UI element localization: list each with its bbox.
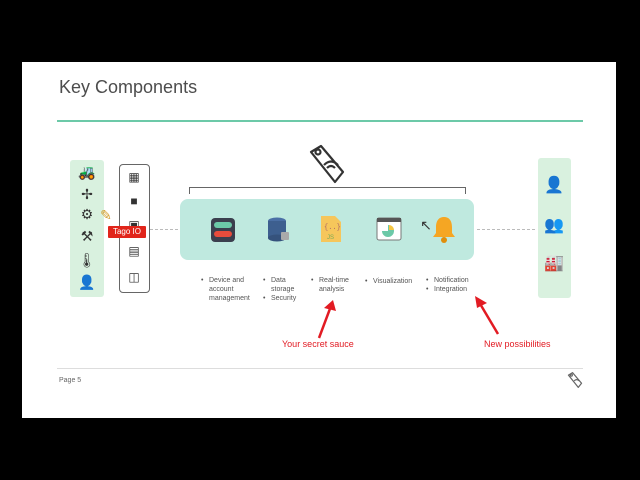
feature-text: Data bbox=[271, 277, 286, 284]
feature-visualization: • Visualization bbox=[365, 278, 413, 285]
database-icon bbox=[268, 217, 289, 242]
feature-realtime-analysis: • Real-time analysis bbox=[311, 277, 349, 293]
svg-text:JS: JS bbox=[327, 235, 334, 241]
users-panel: 👤 👥 🏭 bbox=[538, 158, 571, 298]
feature-text: Visualization bbox=[373, 278, 413, 285]
feature-text: storage bbox=[271, 286, 295, 293]
feature-text: Integration bbox=[434, 286, 468, 293]
page-number: Page 5 bbox=[59, 377, 82, 384]
arrow-to-notification bbox=[475, 296, 500, 335]
footer-tag-logo-icon bbox=[567, 372, 583, 388]
feature-text: Notification bbox=[434, 277, 469, 284]
group-icon: 👥 bbox=[544, 217, 564, 234]
footer-divider bbox=[57, 368, 583, 369]
pencil-icon: ✎ bbox=[100, 207, 112, 223]
feature-text: Real-time bbox=[319, 277, 349, 284]
js-script-icon: {..} JS bbox=[321, 216, 341, 242]
tago-io-label: Tago IO bbox=[108, 226, 146, 238]
devices-panel: 🚜 ✢ ⚙ ⚒ 🌡 👤 bbox=[70, 160, 104, 297]
connector-left bbox=[150, 229, 178, 230]
chart-window-icon bbox=[376, 217, 402, 241]
dashboard-app-icon bbox=[211, 218, 235, 242]
cursor-icon: ↖ bbox=[420, 217, 432, 233]
tago-tag-icon bbox=[309, 144, 345, 184]
feature-text: Device and bbox=[209, 277, 245, 284]
person-icon: 👤 bbox=[78, 274, 96, 290]
thermometer-icon: 🌡 bbox=[78, 252, 96, 268]
secret-sauce-annotation: Your secret sauce bbox=[282, 339, 354, 349]
arrow-to-analysis bbox=[317, 300, 336, 339]
gps-tracker-icon: ■ bbox=[130, 194, 138, 208]
forklift-icon: 🚜 bbox=[78, 164, 96, 180]
presentation-slide: Key Components 🚜 ✢ ⚙ ⚒ 🌡 👤 ▦ ■ ▣ ▤ ◫ ✎ T… bbox=[22, 62, 616, 418]
platform-bracket bbox=[189, 187, 466, 194]
robot-arm-icon: ⚒ bbox=[80, 228, 94, 244]
feature-text: management bbox=[209, 295, 250, 302]
sensor-icon: ◫ bbox=[128, 270, 140, 284]
connector-right bbox=[477, 229, 535, 230]
gateway-icon: ▤ bbox=[128, 244, 140, 258]
platform-box: {..} JS ↖ bbox=[180, 199, 474, 260]
tractor-icon: ⚙ bbox=[80, 206, 94, 222]
feature-data-storage: • Data storage •Security bbox=[263, 277, 297, 302]
factory-icon: 🏭 bbox=[544, 255, 564, 272]
board-icon: ▦ bbox=[128, 170, 140, 184]
new-possibilities-annotation: New possibilities bbox=[484, 339, 551, 349]
title-underline bbox=[57, 120, 583, 122]
user-icon: 👤 bbox=[544, 177, 564, 194]
module-icon: ▣ bbox=[128, 218, 140, 232]
svg-text:{..}: {..} bbox=[324, 224, 341, 232]
slide-title: Key Components bbox=[59, 77, 198, 97]
feature-notification: • Notification •Integration bbox=[426, 277, 469, 293]
feature-text: Security bbox=[271, 295, 297, 302]
feature-device-management: • Device and account management bbox=[201, 277, 250, 302]
wind-turbine-icon: ✢ bbox=[81, 186, 93, 202]
feature-text: account bbox=[209, 286, 234, 293]
bell-icon bbox=[433, 217, 455, 243]
feature-text: analysis bbox=[319, 286, 345, 293]
